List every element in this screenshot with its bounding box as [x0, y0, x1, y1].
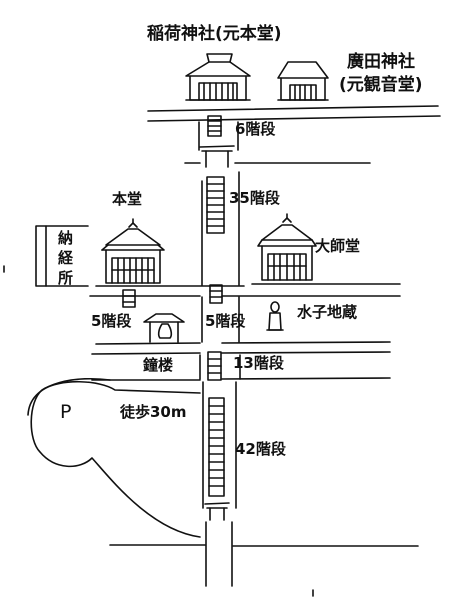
bell-tower-label: 鐘楼 [143, 356, 174, 374]
stairs-5-steps-left [122, 289, 136, 308]
daishi-hall-building-icon [257, 213, 317, 281]
parking-symbol: P [60, 401, 72, 423]
walk-distance-label: 徒歩30m [120, 403, 187, 421]
parking-lot [27, 377, 201, 538]
stairs-5-left-label: 5階段 [91, 312, 132, 330]
main-hall-label: 本堂 [112, 190, 143, 208]
inari-shrine-label: 稲荷神社(元本堂) [147, 24, 282, 44]
mizuko-jizo-label: 水子地蔵 [297, 303, 358, 321]
stairs-13-label: 13階段 [233, 354, 284, 372]
torii-gate-lower-icon [204, 502, 230, 521]
daishi-hall-label: 大師堂 [315, 237, 361, 255]
inari-shrine-building-icon [185, 53, 251, 101]
terrace-lines [89, 105, 441, 381]
jizo-statue-icon [266, 301, 284, 331]
stairs-42-label: 42階段 [235, 440, 286, 458]
nokyosho-label: 納経所 [56, 230, 74, 290]
stairs-5-steps-center [209, 284, 223, 304]
stairs-5-center-label: 5階段 [205, 312, 246, 330]
torii-gate-upper-icon [199, 145, 235, 168]
stairs-13-steps [207, 351, 222, 381]
bell-tower-icon [143, 313, 185, 343]
road [109, 544, 419, 547]
nokyosho-building-icon [35, 225, 89, 287]
hirota-shrine-label: 廣田神社 [347, 52, 415, 72]
hirota-shrine-sublabel: (元観音堂) [339, 75, 423, 95]
central-approach-path [198, 121, 241, 587]
stairs-6-label: 6階段 [235, 120, 276, 138]
stairs-6-steps [207, 115, 222, 137]
stairs-42-steps [208, 397, 225, 497]
stairs-35-label: 35階段 [229, 189, 280, 207]
main-hall-building-icon [101, 218, 165, 284]
stairs-35-steps [206, 176, 225, 234]
hirota-shrine-building-icon [277, 61, 329, 101]
